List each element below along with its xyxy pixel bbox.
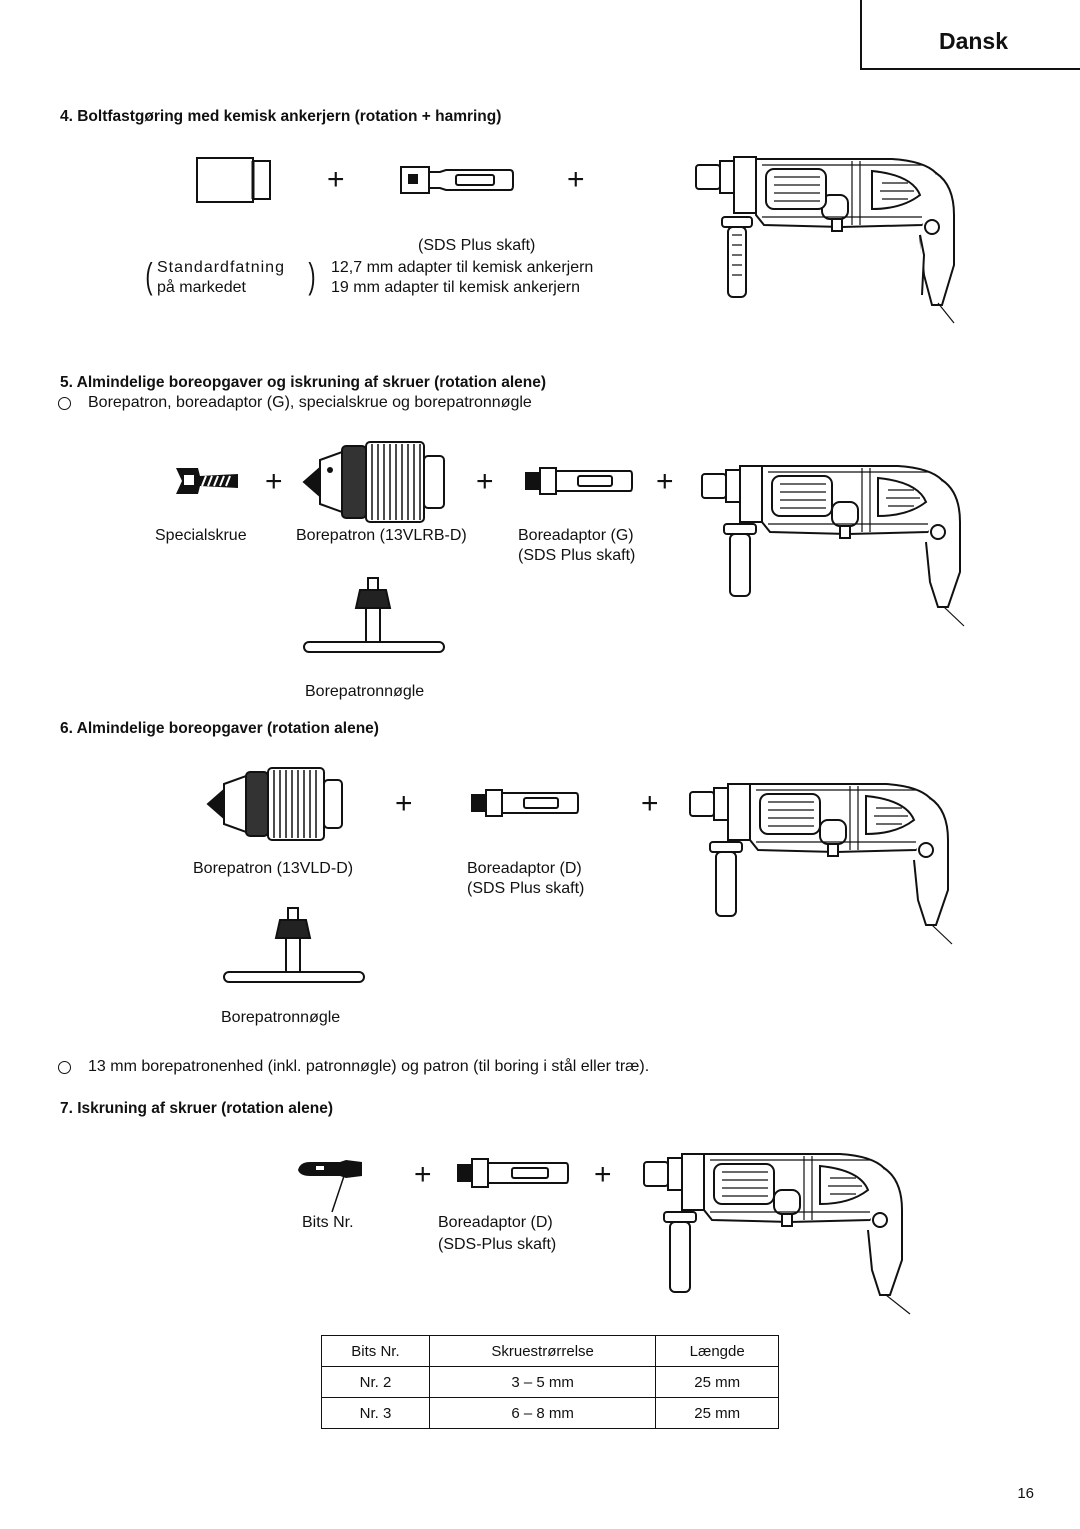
chuck-key-label: Borepatronnøgle <box>305 683 425 700</box>
chuck-icon <box>206 766 344 842</box>
adaptor-label: Boreadaptor (D) <box>438 1214 553 1231</box>
table-header-row: Bits Nr. Skruestrørrelse Længde <box>321 1335 779 1367</box>
hammer-drill-icon <box>686 780 961 945</box>
table-header-cell: Bits Nr. <box>321 1335 430 1367</box>
plus-sign: + <box>567 163 585 196</box>
adapter-12mm-label: 12,7 mm adapter til kemisk ankerjern <box>331 259 594 276</box>
table-row: Nr. 2 3 – 5 mm 25 mm <box>321 1366 779 1398</box>
section-4-heading: 4. Boltfastgøring med kemisk ankerjern (… <box>60 108 502 125</box>
chuck-key-icon <box>222 906 366 990</box>
section-6-bullet-text: 13 mm borepatronenhed (inkl. patronnøgle… <box>88 1058 650 1075</box>
plus-sign: + <box>656 465 674 498</box>
table-cell: 6 – 8 mm <box>428 1397 657 1429</box>
language-label: Dansk <box>938 28 1008 54</box>
section-5-bullet-text: Borepatron, boreadaptor (G), specialskru… <box>88 394 532 411</box>
chuck-label: Borepatron (13VLRB-D) <box>296 527 467 544</box>
socket-icon <box>196 157 272 203</box>
adaptor-shank-label: (SDS Plus skaft) <box>467 880 585 897</box>
plus-sign: + <box>395 787 413 820</box>
section-7-heading: 7. Iskruning af skruer (rotation alene) <box>60 1100 334 1117</box>
plus-sign: + <box>476 465 494 498</box>
adapter-19mm-label: 19 mm adapter til kemisk ankerjern <box>331 279 580 296</box>
hammer-drill-icon <box>640 1150 915 1315</box>
standard-socket-label: Standardfatning <box>157 259 285 276</box>
table-header-cell: Længde <box>655 1335 779 1367</box>
close-paren: ) <box>308 255 316 296</box>
special-screw-icon <box>176 468 238 494</box>
table-cell: 3 – 5 mm <box>428 1366 657 1398</box>
drill-adaptor-icon <box>524 464 634 498</box>
table-cell: Nr. 3 <box>321 1397 430 1429</box>
chuck-key-label: Borepatronnøgle <box>221 1009 341 1026</box>
screw-bit-icon <box>298 1160 362 1214</box>
table-cell: 25 mm <box>655 1366 779 1398</box>
bullet-circle <box>58 1061 71 1074</box>
drill-adaptor-icon <box>456 1155 570 1191</box>
drill-adaptor-icon <box>470 786 580 820</box>
table-header-cell: Skruestrørrelse <box>428 1335 657 1367</box>
bullet-circle <box>58 397 71 410</box>
adaptor-label: Boreadaptor (D) <box>467 860 582 877</box>
plus-sign: + <box>641 787 659 820</box>
hammer-drill-icon <box>692 155 967 325</box>
language-tab: Dansk <box>860 0 1080 70</box>
chuck-key-icon <box>302 576 446 664</box>
page-number: 16 <box>1017 1485 1034 1502</box>
chuck-icon <box>302 440 448 524</box>
section-5-heading: 5. Almindelige boreopgaver og iskruning … <box>60 374 547 391</box>
table-cell: 25 mm <box>655 1397 779 1429</box>
adaptor-shank-label: (SDS-Plus skaft) <box>438 1236 557 1253</box>
plus-sign: + <box>327 163 345 196</box>
plus-sign: + <box>414 1158 432 1191</box>
plus-sign: + <box>265 465 283 498</box>
anchor-adapter-icon <box>400 166 514 196</box>
table-row: Nr. 3 6 – 8 mm 25 mm <box>321 1397 779 1429</box>
chuck-label: Borepatron (13VLD-D) <box>193 860 354 877</box>
section-6-heading: 6. Almindelige boreopgaver (rotation ale… <box>60 720 379 737</box>
adaptor-label: Boreadaptor (G) <box>518 527 634 544</box>
bits-table: Bits Nr. Skruestrørrelse Længde Nr. 2 3 … <box>321 1335 779 1429</box>
table-cell: Nr. 2 <box>321 1366 430 1398</box>
sds-plus-shank-label: (SDS Plus skaft) <box>418 237 536 254</box>
plus-sign: + <box>594 1158 612 1191</box>
adaptor-shank-label: (SDS Plus skaft) <box>518 547 636 564</box>
open-paren: ( <box>145 255 153 296</box>
standard-socket-label-2: på markedet <box>157 279 246 296</box>
hammer-drill-icon <box>698 462 973 627</box>
bits-label: Bits Nr. <box>302 1214 354 1231</box>
special-screw-label: Specialskrue <box>155 527 247 544</box>
